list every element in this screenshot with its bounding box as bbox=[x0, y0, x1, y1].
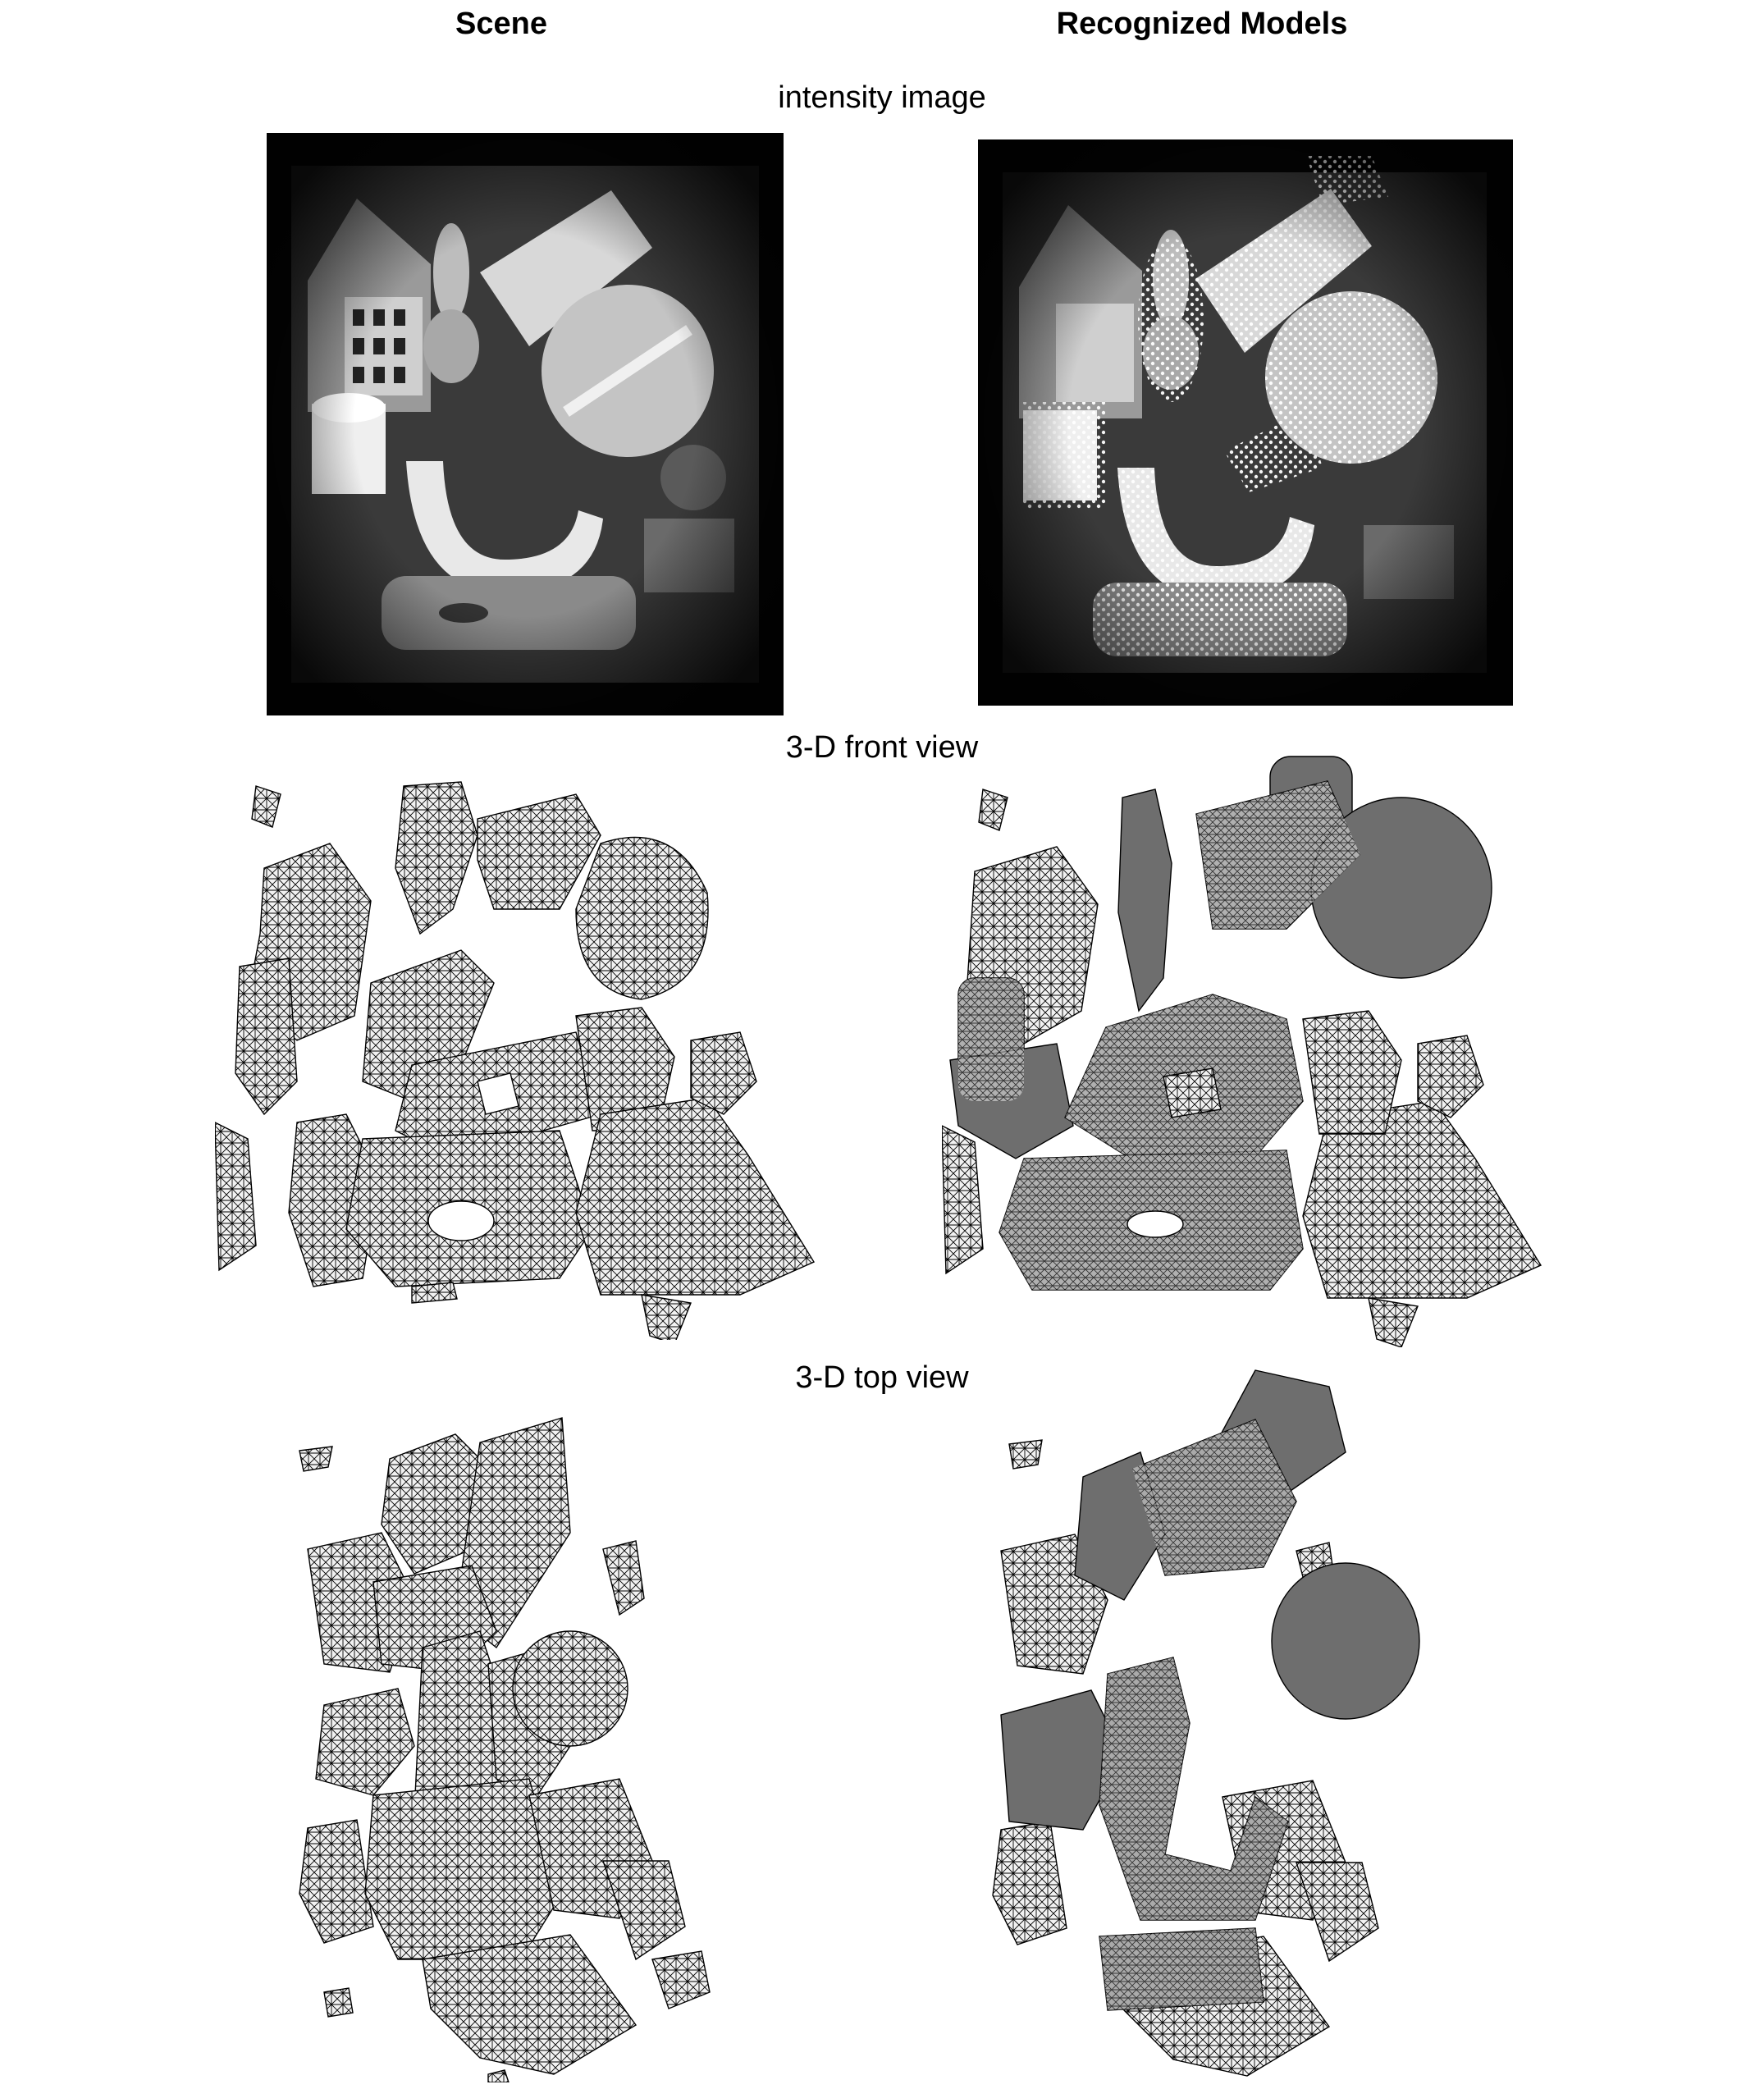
recognized-front-view-mesh bbox=[942, 748, 1546, 1347]
scene-column-heading: Scene bbox=[455, 7, 547, 41]
recognized-intensity-image bbox=[978, 139, 1513, 706]
front-view-caption: 3-D front view bbox=[785, 730, 979, 765]
scene-top-view-mesh bbox=[291, 1401, 751, 2082]
scene-front-view-mesh bbox=[215, 770, 816, 1340]
scene-intensity-image bbox=[267, 133, 784, 715]
top-view-caption: 3-D top view bbox=[795, 1360, 969, 1395]
recognized-models-column-heading: Recognized Models bbox=[1056, 7, 1348, 41]
intensity-image-caption: intensity image bbox=[778, 80, 986, 115]
recognized-top-view-mesh bbox=[985, 1362, 1444, 2082]
